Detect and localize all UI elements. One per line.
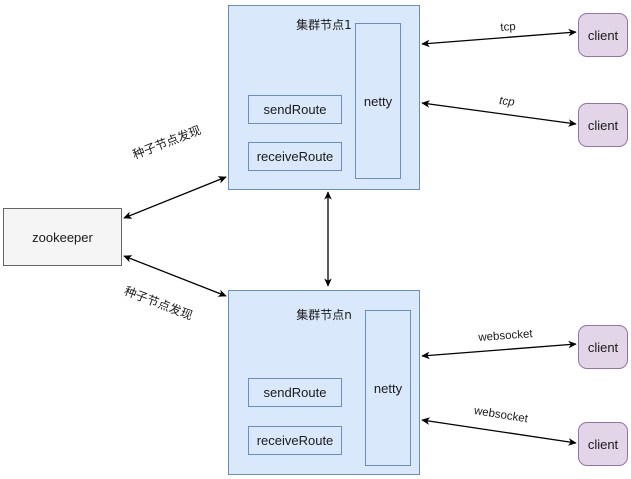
cluster-node-1-title: 集群节点1: [296, 18, 352, 32]
edge-noden-client3: [421, 340, 577, 360]
zookeeper-box[interactable]: zookeeper: [3, 208, 122, 266]
node1-netty[interactable]: netty: [355, 23, 401, 179]
noden-receive-route[interactable]: receiveRoute: [248, 426, 342, 455]
edge-node1-client2: [421, 100, 577, 127]
edge-label-tcp-2: tcp: [498, 95, 516, 109]
client-box-3[interactable]: client: [578, 325, 628, 369]
cluster-node-n-title: 集群节点n: [296, 308, 352, 322]
edge-zookeeper-node1: [123, 176, 227, 219]
node1-send-route[interactable]: sendRoute: [248, 95, 342, 124]
edge-label-tcp-1: tcp: [500, 20, 517, 34]
edge-node1-client1: [421, 28, 577, 48]
noden-send-route[interactable]: sendRoute: [248, 378, 342, 407]
edge-noden-client4: [421, 417, 577, 446]
client-box-2[interactable]: client: [578, 103, 628, 147]
noden-netty[interactable]: netty: [365, 310, 411, 466]
edge-zookeeper-noden: [123, 255, 227, 297]
client-box-1[interactable]: client: [578, 13, 628, 57]
node1-receive-route[interactable]: receiveRoute: [248, 142, 342, 171]
client-box-4[interactable]: client: [578, 422, 628, 466]
